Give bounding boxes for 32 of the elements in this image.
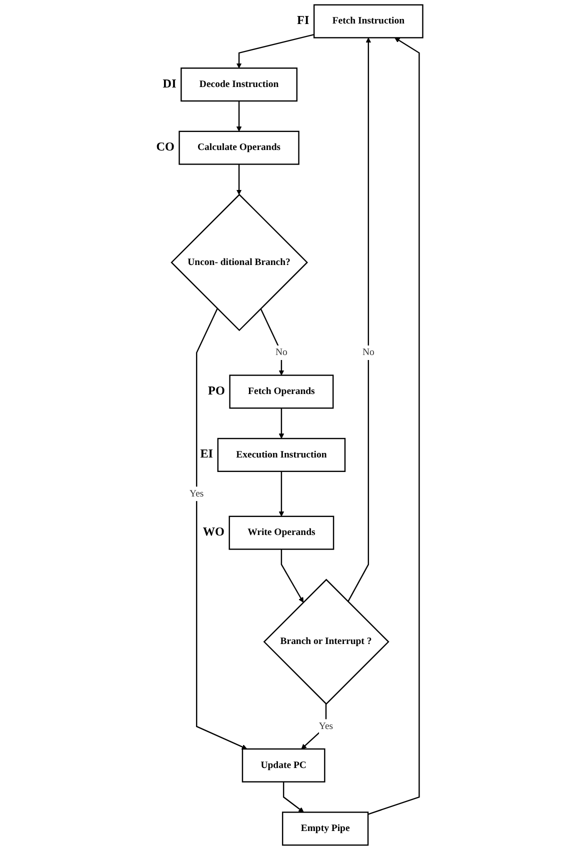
node-box: Decode Instruction (180, 68, 298, 102)
node-box: Empty Pipe (282, 812, 369, 846)
arrow (348, 37, 372, 602)
edge-label: Yes (190, 488, 204, 499)
edge-label: No (276, 347, 288, 358)
node-diamond: Branch or Interrupt ? (263, 578, 390, 705)
arrow (236, 164, 242, 195)
node-box: Update PC (242, 748, 326, 782)
arrow (281, 549, 304, 603)
arrow (236, 34, 314, 68)
edge-label: No (362, 347, 375, 358)
node-box: Calculate Operands (178, 130, 300, 165)
stage-label: FI (297, 13, 310, 28)
arrow (301, 704, 327, 750)
arrow (368, 37, 420, 815)
stage-label: PO (208, 384, 226, 398)
node-box: Fetch Instruction (314, 4, 424, 38)
stage-label: EI (200, 446, 214, 461)
arrow (283, 782, 304, 812)
arrow (278, 471, 284, 517)
stage-label: DI (162, 76, 176, 90)
edge-label: Yes (319, 721, 334, 732)
node-box: Write Operands (228, 516, 334, 550)
node-box: Fetch Operands (229, 374, 334, 409)
node-diamond: Uncon- ditional Branch? (170, 194, 308, 332)
stage-label: WO (203, 524, 225, 539)
stage-label: CO (156, 140, 175, 154)
arrow (260, 308, 284, 376)
node-box: Execution Instruction (217, 438, 346, 472)
arrow (278, 408, 284, 439)
arrow (196, 308, 248, 750)
arrow (236, 101, 242, 132)
